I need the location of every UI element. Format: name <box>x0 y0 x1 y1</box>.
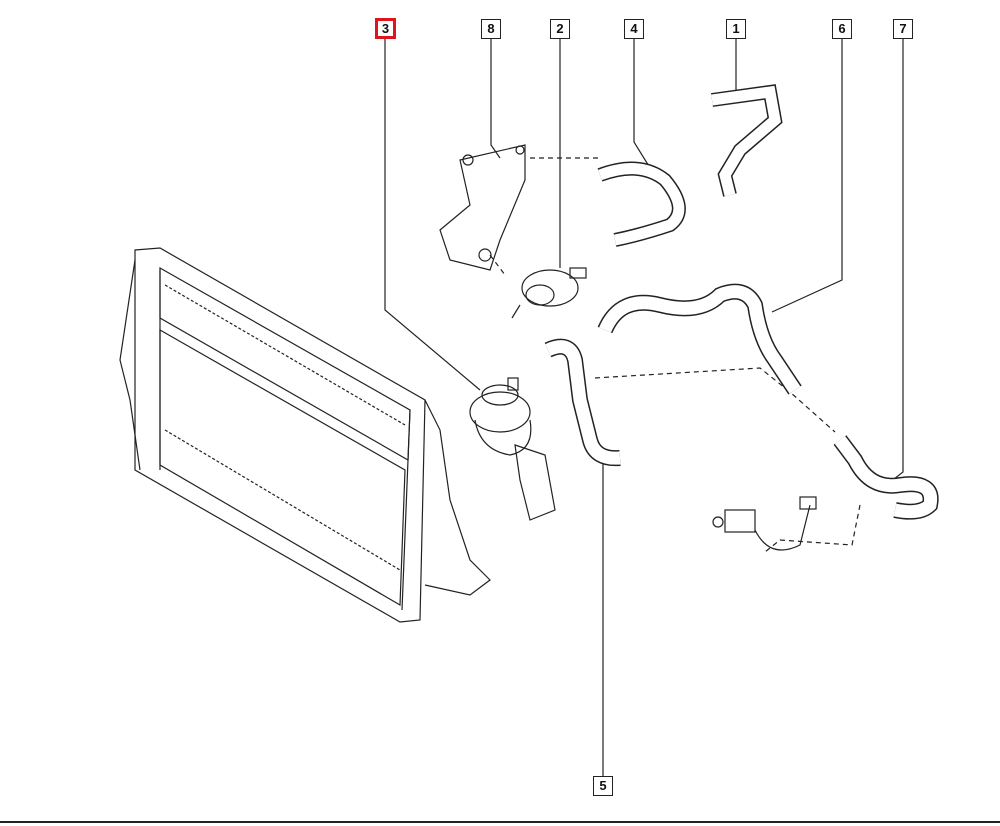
part-8-bracket <box>439 144 526 271</box>
part-7-hose <box>833 435 939 520</box>
callout-5[interactable]: 5 <box>593 776 613 796</box>
bottom-divider <box>0 821 1000 823</box>
leader-lines <box>384 38 904 776</box>
callout-2[interactable]: 2 <box>550 19 570 39</box>
callout-1[interactable]: 1 <box>726 19 746 39</box>
part-4-hose <box>597 161 686 247</box>
part-3-electric-pump <box>469 377 556 521</box>
callout-7[interactable]: 7 <box>893 19 913 39</box>
callout-6[interactable]: 6 <box>832 19 852 39</box>
part-6-hose <box>597 283 802 395</box>
callout-4[interactable]: 4 <box>624 19 644 39</box>
valve-with-harness <box>712 496 817 551</box>
part-2-pump <box>511 267 587 319</box>
callout-8[interactable]: 8 <box>481 19 501 39</box>
part-1-connector <box>711 84 783 197</box>
radiator <box>119 247 491 623</box>
part-5-hose <box>544 338 621 467</box>
callout-3[interactable]: 3 <box>375 18 396 39</box>
